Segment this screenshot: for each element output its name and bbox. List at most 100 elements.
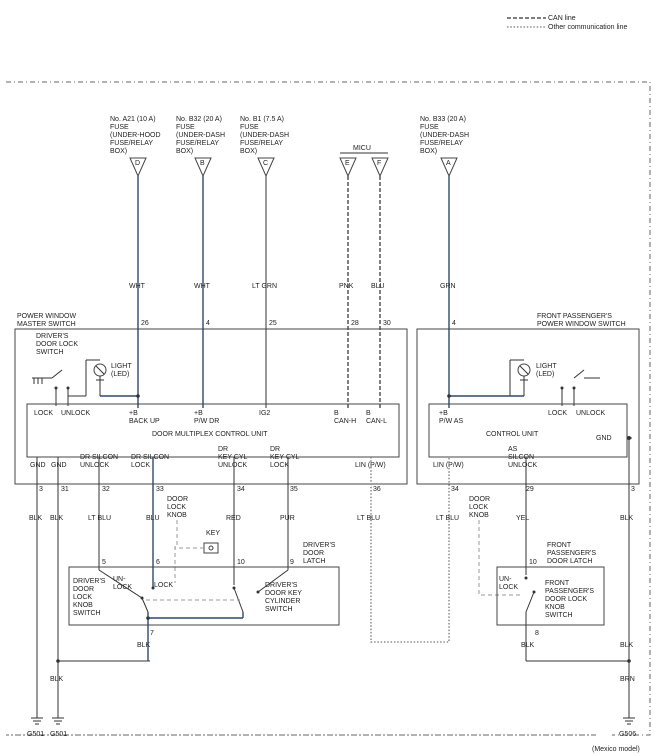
svg-text:+B: +B [194, 410, 203, 417]
svg-text:DRIVER'S: DRIVER'S [36, 333, 69, 340]
drivers-door-latch: DRIVER'S DOOR LATCH DRIVER'S DOOR LOCK K… [68, 542, 340, 637]
svg-text:P/W AS: P/W AS [439, 418, 463, 425]
svg-text:DRIVER'S: DRIVER'S [265, 582, 298, 589]
svg-text:WHT: WHT [194, 283, 211, 290]
svg-text:P/W DR: P/W DR [194, 418, 219, 425]
svg-text:UN-: UN- [113, 576, 126, 583]
svg-text:LOCK: LOCK [499, 584, 518, 591]
svg-text:+B: +B [439, 410, 448, 417]
svg-text:FUSE/RELAY: FUSE/RELAY [110, 140, 153, 147]
svg-text:LOCK: LOCK [113, 584, 132, 591]
svg-text:LIN (P/W): LIN (P/W) [355, 462, 386, 469]
svg-text:UNLOCK: UNLOCK [576, 410, 606, 417]
svg-text:BOX): BOX) [176, 148, 193, 155]
svg-text:LOCK: LOCK [131, 462, 150, 469]
control-unit-label: CONTROL UNIT [486, 431, 539, 438]
svg-text:SILCON: SILCON [508, 454, 534, 461]
door-multiplex-control-unit-label: DOOR MULTIPLEX CONTROL UNIT [152, 431, 268, 438]
svg-text:KEY: KEY [206, 530, 220, 537]
svg-text:31: 31 [61, 486, 69, 493]
svg-text:MASTER SWITCH: MASTER SWITCH [17, 321, 76, 328]
svg-text:KNOB: KNOB [545, 604, 565, 611]
fuse-a-label: No. B33 (20 A) FUSE (UNDER-DASH FUSE/REL… [420, 116, 469, 155]
svg-text:POWER WINDOW: POWER WINDOW [17, 313, 76, 320]
svg-text:BOX): BOX) [420, 148, 437, 155]
svg-text:6: 6 [156, 559, 160, 566]
svg-text:FRONT: FRONT [547, 542, 572, 549]
svg-text:DOOR: DOOR [73, 586, 94, 593]
svg-text:3: 3 [631, 486, 635, 493]
svg-text:BLK: BLK [137, 642, 151, 649]
top-wires [137, 176, 450, 408]
svg-text:KNOB: KNOB [469, 512, 489, 519]
svg-text:BACK UP: BACK UP [129, 418, 160, 425]
svg-text:9: 9 [290, 559, 294, 566]
svg-text:FUSE/RELAY: FUSE/RELAY [176, 140, 219, 147]
svg-text:(UNDER-DASH: (UNDER-DASH [176, 132, 225, 139]
driver-door-lock-knob: DOOR LOCK KNOB KEY [167, 496, 220, 583]
svg-text:B: B [366, 410, 371, 417]
svg-text:POWER WINDOW SWITCH: POWER WINDOW SWITCH [537, 321, 626, 328]
svg-text:DR: DR [218, 446, 228, 453]
connector-d: D [135, 160, 140, 167]
svg-text:FUSE/RELAY: FUSE/RELAY [240, 140, 283, 147]
svg-text:UN-: UN- [499, 576, 512, 583]
top-wire-colors: WHT WHT LT GRN PNK BLU GRN [129, 283, 456, 290]
micu-label: MICU [353, 145, 371, 152]
svg-text:UNLOCK: UNLOCK [508, 462, 538, 469]
svg-text:UNLOCK: UNLOCK [80, 462, 110, 469]
svg-text:GND: GND [51, 462, 67, 469]
svg-text:CYLINDER: CYLINDER [265, 598, 300, 605]
svg-text:(UNDER-HOOD: (UNDER-HOOD [110, 132, 161, 139]
fuse-b-label: No. B32 (20 A) FUSE (UNDER-DASH FUSE/REL… [176, 116, 225, 155]
svg-text:DOOR LOCK: DOOR LOCK [545, 596, 587, 603]
lin-communication-line [370, 457, 450, 643]
svg-text:DOOR LOCK: DOOR LOCK [36, 341, 78, 348]
svg-text:LOCK: LOCK [270, 462, 289, 469]
svg-text:BLK: BLK [521, 642, 535, 649]
svg-text:DRIVER'S: DRIVER'S [73, 578, 106, 585]
svg-text:28: 28 [351, 320, 359, 327]
svg-text:7: 7 [150, 630, 154, 637]
svg-text:SWITCH: SWITCH [545, 612, 573, 619]
svg-text:RED: RED [226, 515, 241, 522]
key-icon [203, 542, 219, 554]
power-window-master-switch: POWER WINDOW MASTER SWITCH DRIVER'S DOOR… [14, 313, 408, 493]
svg-text:4: 4 [452, 320, 456, 327]
svg-text:4: 4 [206, 320, 210, 327]
svg-text:PUR: PUR [280, 515, 295, 522]
svg-text:LT BLU: LT BLU [357, 515, 380, 522]
svg-text:34: 34 [237, 486, 245, 493]
svg-text:DRIVER'S: DRIVER'S [303, 542, 336, 549]
svg-text:BOX): BOX) [240, 148, 257, 155]
svg-text:FUSE: FUSE [110, 124, 129, 131]
svg-text:GRN: GRN [440, 283, 456, 290]
svg-text:LOCK: LOCK [154, 582, 173, 589]
svg-text:FRONT PASSENGER'S: FRONT PASSENGER'S [537, 313, 612, 320]
svg-text:KNOB: KNOB [167, 512, 187, 519]
svg-text:30: 30 [383, 320, 391, 327]
svg-text:PASSENGER'S: PASSENGER'S [545, 588, 594, 595]
ground-g501-b: G501 [50, 731, 67, 738]
svg-text:BLK: BLK [29, 515, 43, 522]
svg-text:DOOR: DOOR [469, 496, 490, 503]
svg-text:33: 33 [156, 486, 164, 493]
svg-text:LOCK: LOCK [469, 504, 488, 511]
svg-text:No. B33 (20 A): No. B33 (20 A) [420, 116, 466, 123]
svg-text:26: 26 [141, 320, 149, 327]
svg-text:(UNDER-DASH: (UNDER-DASH [240, 132, 289, 139]
svg-text:3: 3 [39, 486, 43, 493]
svg-text:WHT: WHT [129, 283, 146, 290]
svg-text:No. B32 (20 A): No. B32 (20 A) [176, 116, 222, 123]
svg-text:UNLOCK: UNLOCK [61, 410, 91, 417]
svg-text:YEL: YEL [516, 515, 529, 522]
svg-text:BLU: BLU [146, 515, 160, 522]
svg-text:PASSENGER'S: PASSENGER'S [547, 550, 596, 557]
svg-text:8: 8 [535, 630, 539, 637]
svg-text:34: 34 [451, 486, 459, 493]
svg-text:KEY CYL: KEY CYL [270, 454, 300, 461]
svg-text:UNLOCK: UNLOCK [218, 462, 248, 469]
connector-triangles: D B C E F A [129, 157, 458, 178]
connector-b: B [200, 160, 205, 167]
